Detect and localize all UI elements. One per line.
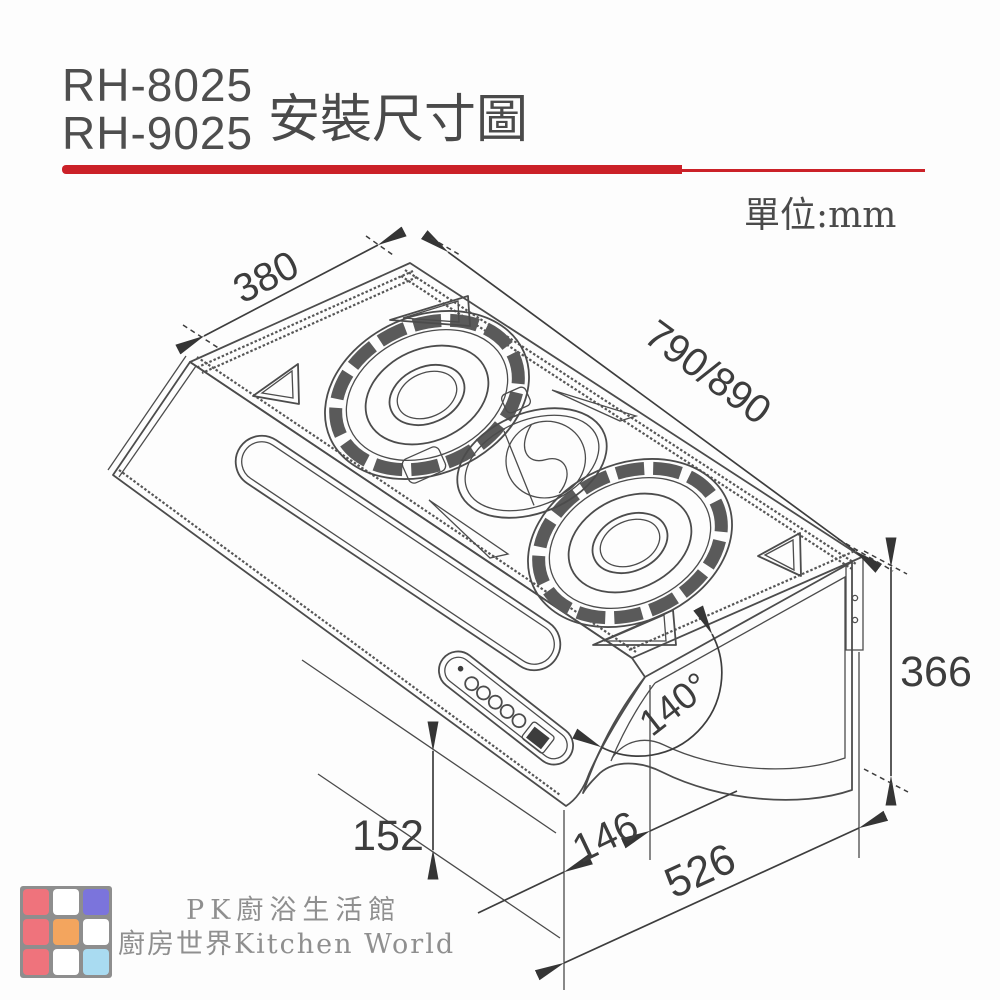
dim-label-366: 366: [900, 648, 972, 696]
dim-label-380: 380: [226, 243, 305, 313]
logo-cell: [53, 889, 79, 915]
brand-logo: [20, 886, 112, 978]
logo-cell: [23, 919, 49, 945]
control-switch: [526, 726, 550, 750]
control-button: [487, 694, 503, 710]
page-title: 安裝尺寸圖: [268, 90, 529, 150]
fan-intake-left: [324, 310, 530, 480]
dim-label-146: 146: [566, 803, 645, 871]
control-button: [511, 713, 527, 729]
dim-label-152: 152: [352, 812, 424, 860]
hood-drawing: [107, 262, 864, 807]
unit-label: 單位:mm: [744, 195, 897, 236]
hood-top-face: [189, 262, 863, 659]
title-divider-thick: [62, 165, 682, 174]
dim-label-526: 526: [658, 835, 743, 908]
logo-cell: [53, 949, 79, 975]
control-button: [464, 676, 480, 692]
title-divider-thin: [675, 169, 925, 172]
wall-bracket: [845, 558, 864, 651]
indicator-dot: [457, 665, 464, 672]
model-number-2: RH-9025: [62, 107, 254, 159]
grease-slot: [234, 434, 562, 672]
control-panel: [438, 650, 574, 766]
brand-name-line1: PK廚浴生活館: [186, 895, 402, 926]
logo-cell: [53, 919, 79, 945]
logo-cell: [83, 919, 109, 945]
hood-side-panel: [582, 561, 853, 801]
control-button: [476, 685, 491, 701]
dimension-labels: 380 790/890 366 152 146 526 140°: [226, 243, 972, 908]
logo-cell: [83, 889, 109, 915]
dimension-annotations: [175, 226, 909, 990]
logo-cell: [83, 949, 109, 975]
brand-name-line2: 廚房世界Kitchen World: [118, 929, 456, 960]
logo-cell: [23, 889, 49, 915]
model-number-1: RH-8025: [62, 59, 254, 111]
control-button: [499, 704, 515, 719]
logo-cell: [23, 949, 49, 975]
dim-label-790-890: 790/890: [637, 312, 779, 433]
